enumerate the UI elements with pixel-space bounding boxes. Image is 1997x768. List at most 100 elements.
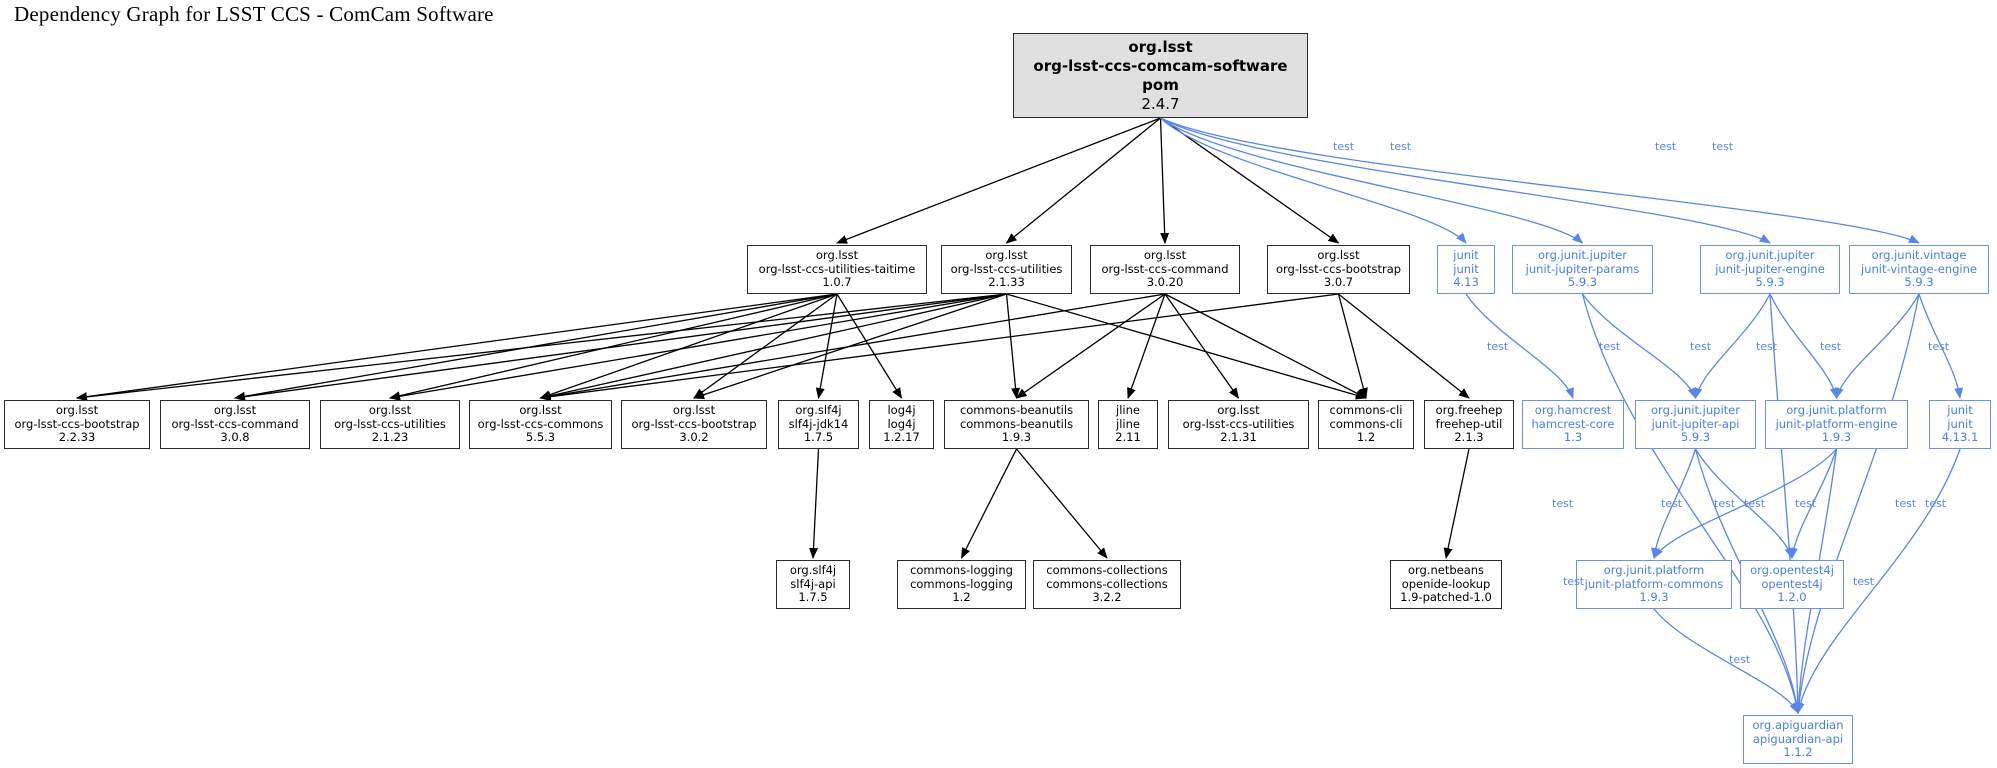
edge-scope-label: test [1925, 497, 1947, 510]
node-line: 1.2.0 [1777, 590, 1807, 605]
node-line: org-lsst-ccs-utilities [950, 261, 1063, 276]
node-line: 2.2.33 [58, 430, 96, 445]
node-line: org.freehep [1435, 403, 1503, 418]
edge-freehep-to-openidelookup [1443, 448, 1470, 559]
node-line: 5.9.3 [1680, 430, 1711, 445]
edge-junit4131-to-apiguardian [1795, 448, 1961, 714]
node-line: org.lsst [55, 403, 99, 418]
node-line: 1.9-patched-1.0 [1400, 590, 1492, 605]
node-line: junit [1947, 416, 1973, 431]
node-line: 1.2 [952, 590, 971, 605]
node-line: commons-cli [1329, 403, 1403, 418]
node-line: org.lsst [1143, 248, 1187, 263]
node-line: org.slf4j [795, 403, 842, 418]
edge-scope-label: test [1928, 340, 1950, 353]
edge-beanutils-to-commonslogging [960, 448, 1018, 559]
node-line: 3.0.20 [1146, 275, 1184, 290]
node-line: org.apiguardian [1752, 718, 1844, 733]
node-line: org.junit.jupiter [1651, 403, 1740, 418]
node-line: org.junit.platform [1603, 563, 1705, 578]
node-line: org.netbeans [1407, 563, 1485, 578]
edge-root-to-jupiterengine [1160, 117, 1771, 244]
edge-taitime-to-utilities2123 [389, 293, 838, 401]
node-line: 2.1.31 [1220, 430, 1257, 445]
node-line: 1.7.5 [803, 430, 834, 445]
edge-root-to-utilities2133 [1005, 117, 1161, 244]
node-line: org-lsst-ccs-utilities [1182, 416, 1295, 431]
edge-scope-label: test [1390, 140, 1412, 153]
node-line: 2.11 [1115, 430, 1141, 445]
node-line: commons-logging [910, 576, 1013, 591]
node-line: commons-beanutils [959, 416, 1074, 431]
edge-command3020-to-utilities2131 [1164, 293, 1240, 399]
node-line: org.lsst [815, 248, 859, 263]
edge-command3020-to-commonscli [1164, 293, 1367, 399]
edge-vintageengine-to-junit4131 [1918, 293, 1964, 399]
edge-taitime-to-bootstrap2233 [76, 293, 838, 402]
edge-utilities2133-to-bootstrap2233 [76, 293, 1007, 402]
edge-taitime-to-bootstrap302 [693, 293, 838, 399]
edge-platformengine-to-opentest4j [1788, 448, 1838, 559]
edge-scope-label: test [1661, 497, 1683, 510]
edge-jupiterparams-to-apiguardian [1581, 293, 1801, 714]
node-line: junit-jupiter-params [1525, 261, 1640, 276]
edge-scope-label: test [1487, 340, 1509, 353]
node-line: 1.7.5 [798, 590, 828, 605]
node-line: 3.0.8 [220, 430, 250, 445]
edge-root-to-jupiterparams [1160, 117, 1584, 244]
edge-scope-label: test [1744, 497, 1766, 510]
node-line: commons-collections [1046, 576, 1168, 591]
node-line: org-lsst-ccs-bootstrap [631, 416, 757, 431]
node-line: freehep-util [1435, 416, 1503, 431]
node-line: 1.0.7 [822, 275, 852, 290]
edge-jupiterparams-to-jupiterapi [1581, 293, 1697, 399]
edge-utilities2133-to-commonscli [1006, 293, 1367, 400]
edge-junit413-to-hamcrest [1465, 293, 1574, 399]
edge-jupiterengine-to-jupiterapi [1693, 293, 1771, 399]
edge-scope-label: test [1729, 653, 1751, 666]
node-line: 3.2.2 [1092, 590, 1122, 605]
node-line: org.lsst [213, 403, 257, 418]
edge-slf4jjdk14-to-slf4japi [809, 448, 820, 559]
node-line: org.slf4j [789, 563, 837, 578]
page-title: Dependency Graph for LSST CCS - ComCam S… [14, 2, 494, 26]
edge-jupiterapi-to-opentest4j [1694, 448, 1794, 559]
node-line: junit-vintage-engine [1861, 261, 1977, 276]
node-line: jline [1116, 403, 1140, 418]
node-line: junit [1453, 261, 1479, 276]
node-line: org.lsst [368, 403, 412, 418]
